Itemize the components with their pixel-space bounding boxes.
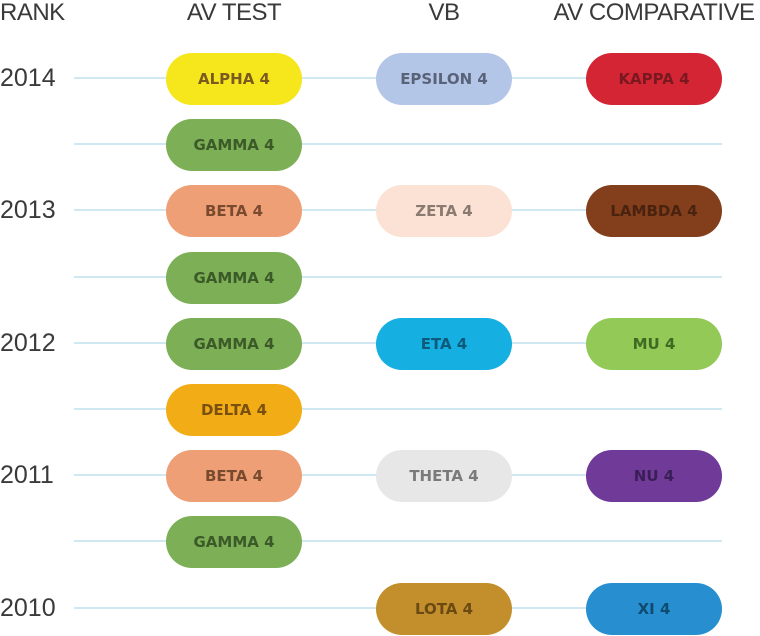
- rank-pill: MU 4: [586, 317, 722, 370]
- rank-row: 2010 LOTA 4 XI 4: [0, 582, 760, 636]
- rank-pill: ALPHA 4: [166, 53, 302, 105]
- row-divider-line: [74, 143, 722, 146]
- rank-row: 2011 BETA 4 THETA 4 NU 4: [0, 449, 760, 503]
- rank-pill: GAMMA 4: [166, 251, 302, 304]
- row-divider-line: [74, 540, 722, 543]
- rank-pill: BETA 4: [166, 450, 302, 503]
- year-label: 2014: [0, 64, 56, 92]
- header-av-comparative: AV COMPARATIVE: [553, 0, 755, 26]
- rank-pill: LOTA 4: [376, 582, 512, 635]
- rank-pill: GAMMA 4: [166, 119, 302, 172]
- rank-pill: ZETA 4: [376, 185, 512, 238]
- year-label: 2010: [0, 593, 56, 622]
- rank-pill: EPSILON 4: [376, 53, 512, 105]
- rank-pill: LAMBDA 4: [586, 185, 722, 238]
- row-divider-line: [74, 275, 722, 278]
- rank-pill: GAMMA 4: [166, 516, 302, 569]
- row-divider-line: [74, 408, 722, 410]
- year-label: 2012: [0, 328, 56, 357]
- rank-pill: BETA 4: [166, 185, 302, 238]
- rank-pill: THETA 4: [376, 450, 512, 503]
- rank-row: GAMMA 4: [0, 515, 760, 569]
- rank-row: 2014 ALPHA 4 EPSILON 4 KAPPA 4: [0, 52, 760, 106]
- header-av-test: AV TEST: [186, 0, 282, 26]
- header-rank: RANK: [0, 0, 65, 26]
- rank-row: 2012 GAMMA 4 ETA 4 MU 4: [0, 317, 760, 371]
- rank-row: GAMMA 4: [0, 251, 760, 305]
- rank-pill: NU 4: [586, 450, 722, 503]
- rank-row: GAMMA 4: [0, 118, 760, 172]
- rank-pill: GAMMA 4: [166, 317, 302, 370]
- header-vb: VB: [428, 0, 460, 26]
- rank-pill: XI 4: [586, 582, 722, 635]
- rank-pill: ETA 4: [376, 317, 512, 370]
- year-label: 2013: [0, 196, 56, 225]
- year-label: 2011: [0, 461, 54, 490]
- rank-pill: KAPPA 4: [586, 53, 722, 105]
- rank-pill: DELTA 4: [166, 384, 302, 436]
- rank-row: DELTA 4: [0, 383, 760, 437]
- rank-row: 2013 BETA 4 ZETA 4 LAMBDA 4: [0, 184, 760, 238]
